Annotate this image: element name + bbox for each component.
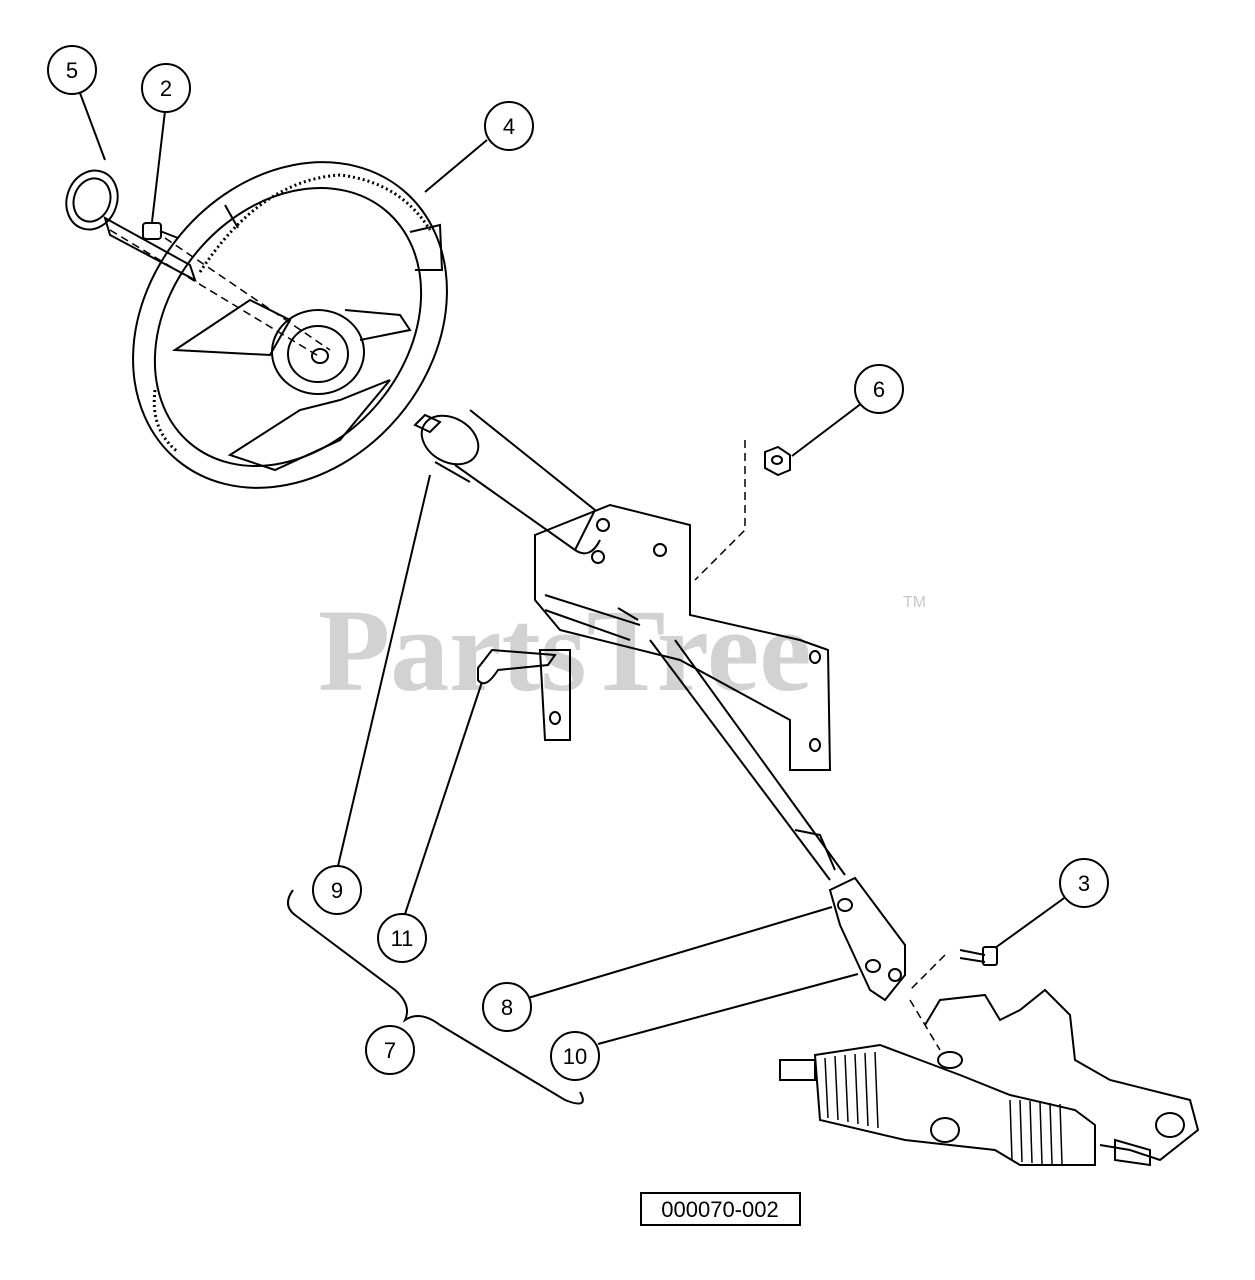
steering-wheel-bolt — [142, 222, 179, 240]
callout-11-label: 11 — [391, 926, 414, 951]
watermark: PartsTree TM — [318, 585, 926, 716]
callout-3-label: 3 — [1078, 871, 1090, 896]
callout-4[interactable]: 4 — [484, 101, 534, 151]
callout-2[interactable]: 2 — [141, 63, 191, 113]
leader-lines — [79, 92, 1068, 1045]
column-mounting-bracket — [534, 503, 832, 771]
callout-11[interactable]: 11 — [377, 913, 427, 963]
figure-number-box: 000070-002 — [640, 1192, 801, 1226]
callout-7[interactable]: 7 — [365, 1025, 415, 1075]
callout-9-label: 9 — [331, 878, 343, 903]
callout-8[interactable]: 8 — [482, 982, 532, 1032]
steering-rack — [779, 988, 1200, 1167]
callout-2-label: 2 — [160, 76, 172, 101]
steering-wheel — [132, 161, 448, 489]
callout-6[interactable]: 6 — [854, 364, 904, 414]
callouts: 5 2 4 6 9 11 3 8 — [47, 45, 1109, 1081]
callout-4-label: 4 — [503, 114, 515, 139]
flange-nut — [764, 445, 791, 477]
callout-5[interactable]: 5 — [47, 45, 97, 95]
callout-6-label: 6 — [873, 377, 885, 402]
steering-column — [413, 409, 846, 881]
stop-plate — [477, 648, 557, 685]
watermark-trademark: TM — [903, 594, 926, 611]
callout-8-label: 8 — [501, 995, 513, 1020]
assembly-dashed-lines — [109, 229, 946, 1051]
center-cap — [65, 169, 197, 283]
bracket-7 — [287, 889, 584, 1105]
callout-9[interactable]: 9 — [312, 865, 362, 915]
pinch-bolt — [959, 946, 998, 966]
callout-3[interactable]: 3 — [1059, 858, 1109, 908]
callout-10-label: 10 — [563, 1044, 587, 1069]
callout-10[interactable]: 10 — [550, 1031, 600, 1081]
callout-7-label: 7 — [384, 1038, 396, 1063]
figure-number: 000070-002 — [661, 1197, 778, 1222]
callout-5-label: 5 — [66, 58, 78, 83]
universal-joint — [828, 876, 906, 1002]
